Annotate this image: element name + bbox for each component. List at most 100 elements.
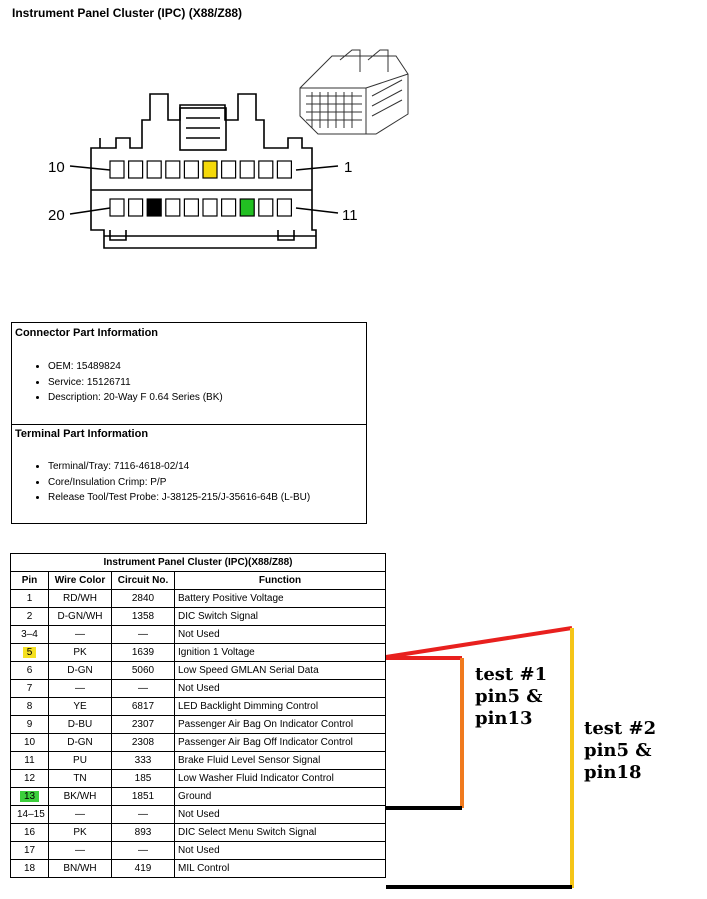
test2-line: pin5 & (584, 740, 652, 761)
circuit-cell-text: — (138, 845, 148, 856)
circuit-cell: 185 (111, 769, 175, 788)
pin-cell-text: 7 (26, 683, 33, 694)
pin-cell: 13 (10, 787, 49, 806)
circuit-cell: 5060 (111, 661, 175, 680)
pin-label-bottom-right: 11 (342, 207, 358, 224)
test2-line: pin18 (584, 762, 642, 783)
pin-cell-text: 8 (26, 701, 33, 712)
pin-cell-text: 10 (23, 737, 36, 748)
connector-info-item: Service: 15126711 (48, 375, 223, 391)
table-row: 17——Not Used (10, 841, 386, 860)
wire-color-cell: TN (48, 769, 112, 788)
circuit-cell: 333 (111, 751, 175, 770)
test1-line: pin5 & (475, 686, 543, 707)
connector-pin-14 (221, 198, 237, 217)
wire-color-cell-text: — (75, 683, 85, 694)
pin-label-top-left: 10 (48, 159, 65, 176)
pin-cell-text: 5 (22, 647, 37, 658)
function-cell-text: MIL Control (178, 863, 230, 874)
wire-color-cell-text: — (75, 809, 85, 820)
function-cell: DIC Select Menu Switch Signal (174, 823, 386, 842)
pin-table: Instrument Panel Cluster (IPC)(X88/Z88) … (10, 553, 386, 878)
function-cell: Brake Fluid Level Sensor Signal (174, 751, 386, 770)
function-cell-text: DIC Select Menu Switch Signal (178, 827, 317, 838)
connector-pin-15 (202, 198, 218, 217)
pin-cell-text: 13 (19, 791, 40, 802)
connector-outline (90, 93, 317, 249)
wire-color-cell-text: BN/WH (63, 863, 97, 874)
circuit-cell-text: 2307 (131, 719, 155, 730)
circuit-cell-text: — (138, 683, 148, 694)
connector-pin-6 (183, 160, 199, 179)
terminal-info-item: Terminal/Tray: 7116-4618-02/14 (48, 459, 310, 475)
function-cell-text: Passenger Air Bag Off Indicator Control (178, 737, 353, 748)
test1-annotation: test #1 pin5 & pin13 (475, 664, 547, 730)
pin-table-caption: Instrument Panel Cluster (IPC)(X88/Z88) (10, 553, 386, 572)
pin-cell-text: 18 (23, 863, 36, 874)
circuit-cell-text: — (138, 629, 148, 640)
circuit-cell-text: 419 (134, 863, 152, 874)
pin-cell-text: 16 (23, 827, 36, 838)
test2-annotation: test #2 pin5 & pin18 (584, 718, 656, 784)
wire-color-cell-text: D-GN (67, 665, 93, 676)
circuit-cell-text: 1639 (131, 647, 155, 658)
column-header: Circuit No. (111, 571, 175, 590)
pin-cell-text: 11 (24, 755, 35, 766)
pin-cell: 2 (10, 607, 49, 626)
wire-color-cell: D-BU (48, 715, 112, 734)
pin-cell: 3–4 (10, 625, 49, 644)
table-row: 3–4——Not Used (10, 625, 386, 644)
function-cell-text: Not Used (178, 809, 220, 820)
connector-thumbnail (299, 49, 409, 135)
connector-info-list: OEM: 15489824 Service: 15126711 Descript… (34, 359, 223, 406)
table-row: 7 — — Not Used (10, 679, 386, 698)
pin-cell: 8 (10, 697, 49, 716)
pin-callouts (69, 165, 339, 215)
function-cell: Ground (174, 787, 386, 806)
function-cell: Battery Positive Voltage (174, 589, 386, 608)
connector-pin-1 (276, 160, 292, 179)
wire-color-cell: — (48, 625, 112, 644)
page-title: Instrument Panel Cluster (IPC) (X88/Z88) (12, 6, 243, 20)
wire-color-cell-text: PU (73, 755, 87, 766)
function-cell: Passenger Air Bag On Indicator Control (174, 715, 386, 734)
test1-line: test #1 (475, 664, 548, 685)
pin-cell: 10 (10, 733, 49, 752)
test-wires (385, 626, 574, 889)
circuit-cell: — (111, 679, 175, 698)
function-cell-text: Passenger Air Bag On Indicator Control (178, 719, 354, 730)
circuit-cell-text: 2840 (131, 593, 155, 604)
wire-color-cell: D-GN (48, 733, 112, 752)
function-cell-text: LED Backlight Dimming Control (178, 701, 319, 712)
wire-color-cell: RD/WH (48, 589, 112, 608)
pin-cell: 11 (10, 751, 49, 770)
pin-cell: 7 (10, 679, 49, 698)
connector-pin-20 (109, 198, 125, 217)
function-cell: Not Used (174, 679, 386, 698)
function-cell: Low Speed GMLAN Serial Data (174, 661, 386, 680)
connector-pin-16 (183, 198, 199, 217)
wire-color-cell: PK (48, 823, 112, 842)
terminal-info-list: Terminal/Tray: 7116-4618-02/14 Core/Insu… (34, 459, 310, 506)
wire-color-cell: PU (48, 751, 112, 770)
function-cell: MIL Control (174, 859, 386, 878)
function-cell: Not Used (174, 625, 386, 644)
function-cell-text: Battery Positive Voltage (178, 593, 284, 604)
circuit-cell: 419 (111, 859, 175, 878)
wire-red-pin5 (385, 626, 573, 659)
wire-color-cell-text: PK (73, 827, 87, 838)
circuit-cell: 1851 (111, 787, 175, 806)
table-row: 18 BN/WH 419 MIL Control (10, 859, 386, 878)
wire-color-cell: — (48, 679, 112, 698)
wire-color-cell: D-GN/WH (48, 607, 112, 626)
wire-color-cell-text: TN (73, 773, 87, 784)
function-cell-text: Ignition 1 Voltage (178, 647, 255, 658)
connector-pin-2 (258, 160, 274, 179)
